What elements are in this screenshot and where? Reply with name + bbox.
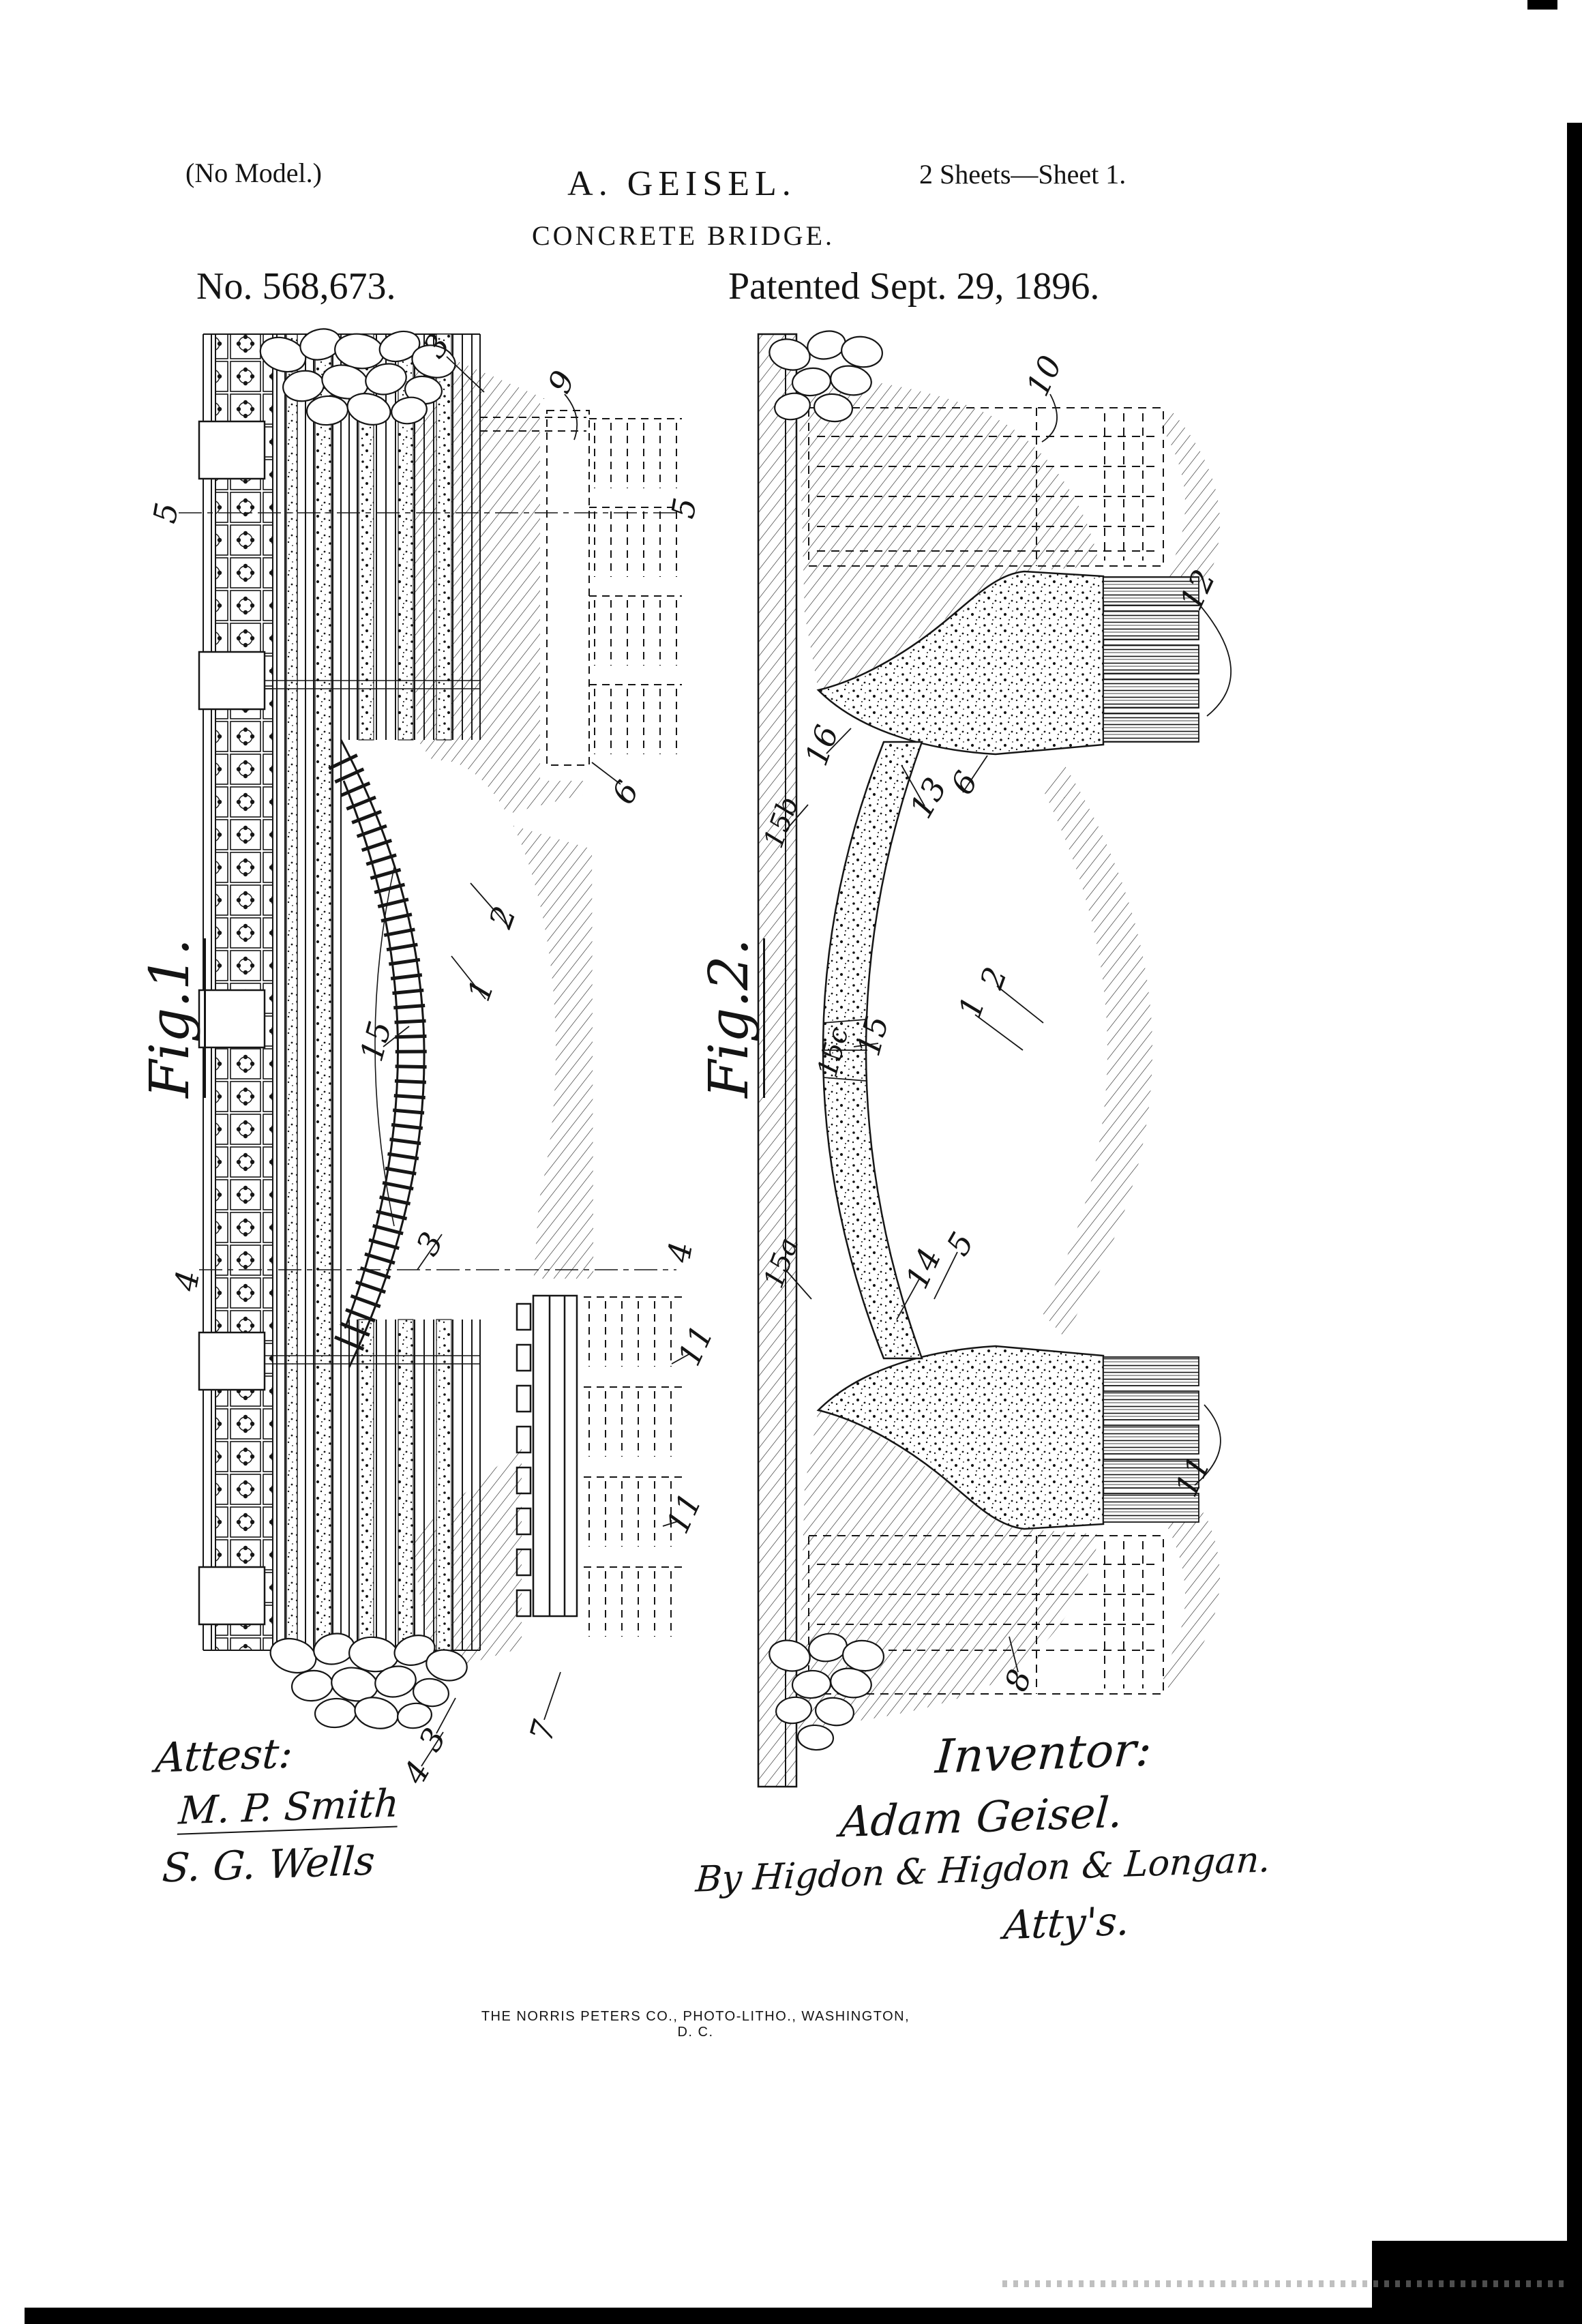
inventor-label: Inventor:: [934, 1723, 1154, 1785]
fig2-drawing: [757, 330, 1232, 1788]
scan-noise-strip: [1002, 2280, 1568, 2287]
inventor-signature: Adam Geisel.: [838, 1787, 1124, 1847]
patent-date: Patented Sept. 29, 1896.: [728, 265, 1100, 308]
applicant-name: A. GEISEL.: [567, 164, 796, 203]
witness-signature-2: S. G. Wells: [160, 1837, 377, 1892]
fig2-label: Fig.2.: [697, 938, 765, 1099]
invention-title: CONCRETE BRIDGE.: [532, 220, 835, 251]
witness-signature-1: M. P. Smith: [177, 1781, 401, 1835]
attest-label: Attest:: [153, 1729, 295, 1783]
sheet-info: 2 Sheets—Sheet 1.: [919, 159, 1126, 190]
fig1-label: Fig.1.: [138, 938, 206, 1099]
fig1-drawing: [179, 328, 691, 1767]
no-model-note: (No Model.): [185, 158, 322, 188]
scan-artifact-top-right: [1527, 0, 1557, 10]
attorney-suffix: Atty's.: [1002, 1897, 1131, 1949]
patent-number: No. 568,673.: [196, 265, 396, 308]
lithographer-imprint: THE NORRIS PETERS CO., PHOTO-LITHO., WAS…: [481, 2009, 910, 2040]
scan-artifact-right-edge: [1567, 123, 1582, 2324]
scan-artifact-bottom-edge: [25, 2308, 1582, 2324]
